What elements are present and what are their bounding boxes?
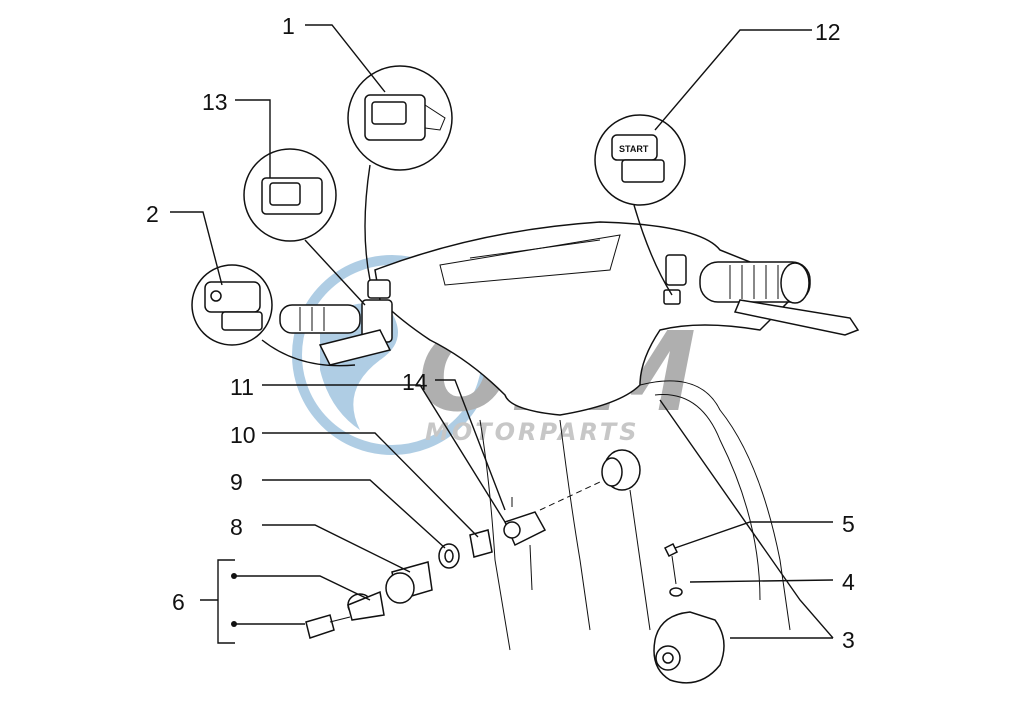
detail-circle-2: [191, 264, 356, 367]
callout-5: 5: [842, 511, 855, 537]
start-button-text: START: [619, 144, 649, 154]
callout-2: 2: [146, 201, 159, 227]
callout-3: 3: [842, 627, 855, 653]
callout-10: 10: [230, 422, 256, 448]
detail-circle-12: START: [594, 114, 686, 296]
handlebar-assembly: [279, 221, 860, 651]
callout-11: 11: [230, 374, 254, 400]
detail-circle-1: [347, 65, 453, 281]
callout-9: 9: [230, 469, 243, 495]
callout-1: 1: [282, 13, 295, 39]
horn-assembly: [653, 542, 725, 684]
detail-circle-13: [243, 148, 366, 306]
callout-8: 8: [230, 514, 243, 540]
callout-13: 13: [202, 89, 228, 115]
ignition-parts: [305, 449, 641, 639]
callout-14: 14: [402, 369, 428, 395]
watermark-sub-text: MOTORPARTS: [425, 418, 640, 446]
callout-6: 6: [172, 589, 185, 615]
leader-lines: [170, 24, 834, 644]
callout-4: 4: [842, 569, 855, 595]
callout-12: 12: [815, 19, 841, 45]
callout-labels: 1 2 3 4 5 6 8 9 10 11 12 13 14: [146, 13, 855, 653]
